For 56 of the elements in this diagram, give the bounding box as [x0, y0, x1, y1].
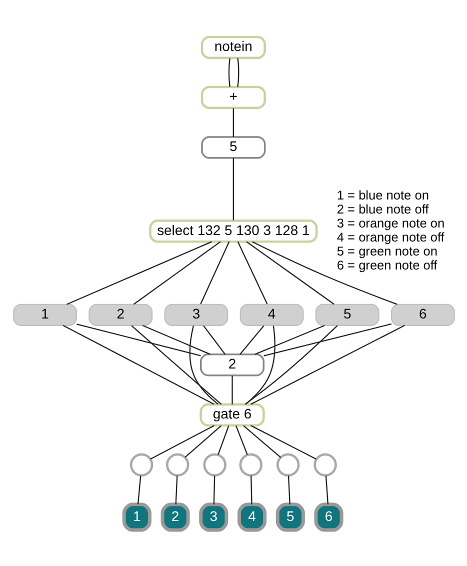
label: 3 = orange note on	[336, 214, 444, 230]
node-box: +	[200, 85, 266, 109]
connector	[236, 240, 268, 304]
node-box: notein	[200, 35, 266, 59]
connector	[244, 325, 275, 404]
node-box: 3	[164, 303, 228, 326]
node-box: 6	[390, 303, 454, 326]
connector	[188, 325, 218, 404]
connector	[76, 323, 200, 356]
connector	[132, 240, 220, 304]
node-box: 5	[314, 303, 379, 326]
connector	[200, 240, 230, 304]
connector	[242, 424, 281, 458]
node-box: 2	[88, 303, 152, 326]
connector	[250, 324, 404, 404]
connector	[62, 324, 214, 404]
connector	[136, 475, 141, 504]
node-circle	[202, 452, 226, 476]
connector	[263, 322, 392, 356]
node-box: 4	[239, 303, 304, 326]
connector	[202, 324, 226, 354]
connector	[228, 58, 230, 87]
label: 1 = blue note on	[336, 187, 428, 202]
connector	[232, 157, 234, 220]
connector	[234, 425, 248, 454]
connector	[254, 324, 324, 354]
node-circle	[276, 452, 300, 476]
connector	[174, 475, 178, 504]
connector	[287, 475, 290, 504]
connector	[252, 240, 397, 304]
connector	[244, 324, 338, 404]
connector	[324, 475, 328, 504]
connector	[130, 324, 222, 404]
connector	[142, 324, 210, 354]
node-circle	[313, 452, 336, 476]
connector	[250, 424, 316, 459]
node-box: 5	[200, 136, 266, 158]
label: 2 = blue note off	[336, 201, 428, 216]
node-circle	[238, 452, 262, 476]
connector	[246, 240, 334, 304]
connector	[236, 58, 239, 87]
connector	[212, 475, 215, 504]
connector	[232, 108, 234, 136]
connector	[184, 424, 222, 458]
node-box: 2	[199, 353, 264, 376]
node-box: 1	[12, 303, 77, 326]
node-box: gate 6	[199, 402, 264, 426]
connector	[66, 240, 212, 304]
connector	[250, 475, 252, 504]
node-circle	[129, 452, 153, 476]
connector	[239, 324, 264, 354]
connector	[217, 425, 229, 454]
node-circle	[165, 452, 189, 476]
connector	[231, 375, 232, 404]
node-box: select 132 5 130 3 128 1	[148, 219, 318, 242]
connector	[150, 424, 214, 459]
